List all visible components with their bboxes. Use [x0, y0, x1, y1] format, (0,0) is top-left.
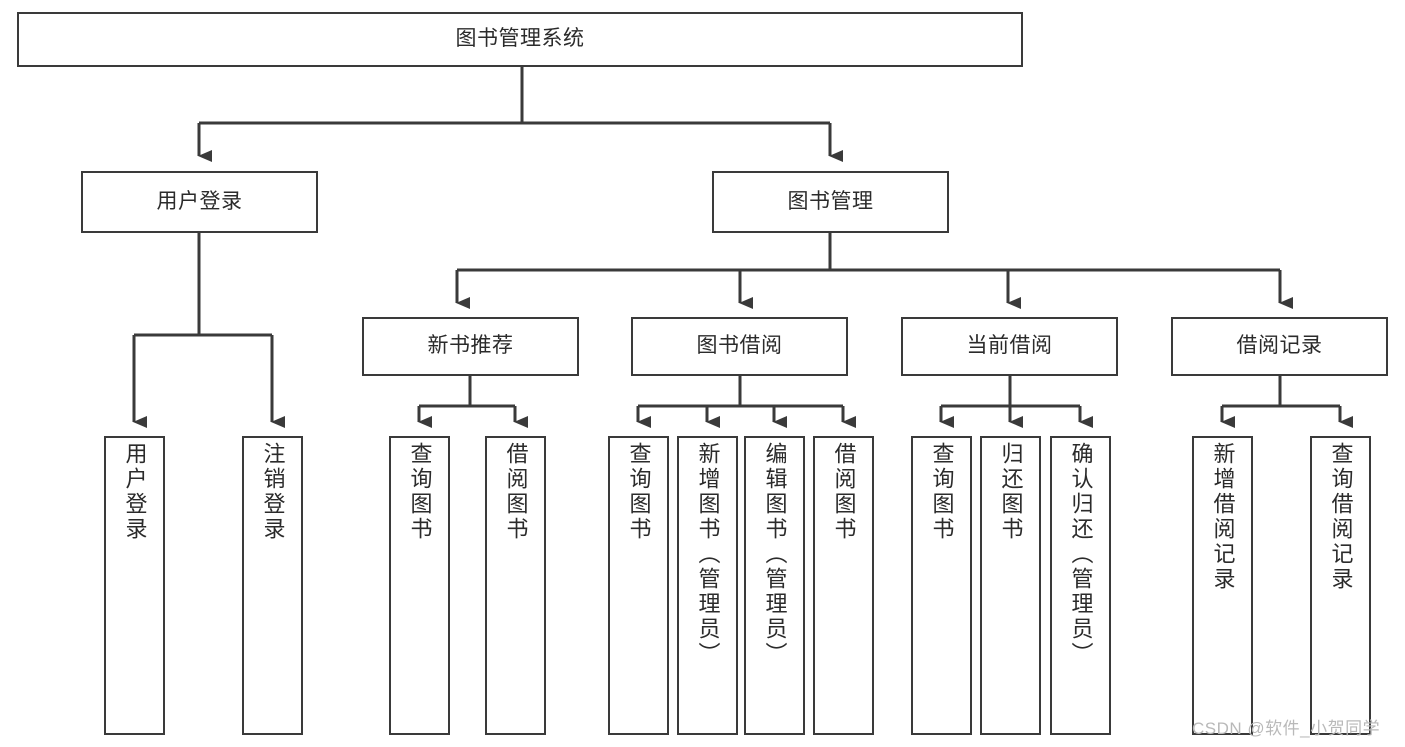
- node-label: 新书推荐: [427, 334, 514, 358]
- node-label: 新增图书（管理员）: [695, 442, 721, 667]
- node-label: 查询图书: [626, 442, 652, 542]
- node-label: 确认归还（管理员）: [1068, 442, 1094, 667]
- node-label: 图书管理: [787, 189, 874, 213]
- node-label: 借阅记录: [1236, 334, 1323, 358]
- node-user-login[interactable]: 用户登录: [81, 171, 318, 233]
- node-book-borrowing[interactable]: 图书借阅: [631, 317, 848, 376]
- leaf-user-login[interactable]: 用户登录: [104, 436, 165, 735]
- leaf-edit-book-admin[interactable]: 编辑图书（管理员）: [744, 436, 805, 735]
- leaf-search-books-borrow[interactable]: 查询图书: [608, 436, 669, 735]
- node-label: 用户登录: [122, 442, 148, 542]
- node-root-library-system[interactable]: 图书管理系统: [17, 12, 1023, 67]
- node-label: 归还图书: [998, 442, 1024, 542]
- leaf-add-book-admin[interactable]: 新增图书（管理员）: [677, 436, 738, 735]
- node-label: 借阅图书: [503, 442, 529, 542]
- leaf-confirm-return-admin[interactable]: 确认归还（管理员）: [1050, 436, 1111, 735]
- node-label: 用户登录: [156, 189, 243, 213]
- leaf-return-book[interactable]: 归还图书: [980, 436, 1041, 735]
- node-label: 编辑图书（管理员）: [762, 442, 788, 667]
- leaf-borrow-books-recommend[interactable]: 借阅图书: [485, 436, 546, 735]
- node-label: 新增借阅记录: [1210, 442, 1236, 592]
- node-label: 查询图书: [929, 442, 955, 542]
- node-label: 当前借阅: [966, 334, 1053, 358]
- node-label: 注销登录: [260, 442, 286, 542]
- node-new-book-recommendation[interactable]: 新书推荐: [362, 317, 579, 376]
- node-current-borrowing[interactable]: 当前借阅: [901, 317, 1118, 376]
- node-book-management[interactable]: 图书管理: [712, 171, 949, 233]
- leaf-search-borrow-record[interactable]: 查询借阅记录: [1310, 436, 1371, 735]
- node-label: 图书借阅: [696, 334, 783, 358]
- node-label: 查询借阅记录: [1328, 442, 1354, 592]
- node-borrowing-records[interactable]: 借阅记录: [1171, 317, 1388, 376]
- leaf-logout[interactable]: 注销登录: [242, 436, 303, 735]
- leaf-add-borrow-record[interactable]: 新增借阅记录: [1192, 436, 1253, 735]
- leaf-borrow-book[interactable]: 借阅图书: [813, 436, 874, 735]
- csdn-watermark: CSDN @软件_小贺同学: [1192, 719, 1381, 738]
- node-label: 借阅图书: [831, 442, 857, 542]
- node-label: 查询图书: [407, 442, 433, 542]
- leaf-search-books-current[interactable]: 查询图书: [911, 436, 972, 735]
- leaf-search-books-recommend[interactable]: 查询图书: [389, 436, 450, 735]
- node-label: 图书管理系统: [455, 27, 585, 51]
